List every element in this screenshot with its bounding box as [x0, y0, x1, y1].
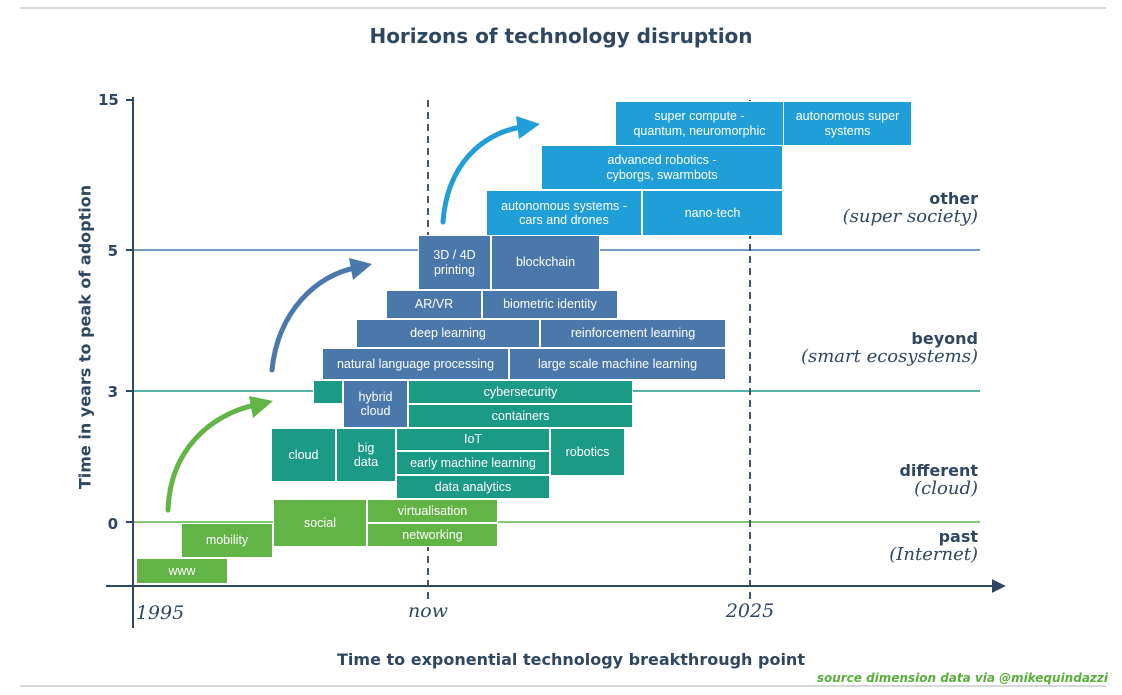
x-axis-label: Time to exponential technology breakthro… [337, 650, 805, 669]
horizon-label-different: different (cloud) [758, 461, 978, 499]
tech-tile: networking [367, 523, 498, 547]
tech-tile [313, 380, 343, 404]
horizon-subtitle: (smart ecosystems) [800, 345, 978, 367]
tech-tile: deep learning [356, 319, 540, 348]
tech-tile: big data [336, 428, 396, 482]
horizon-name: past [938, 527, 978, 546]
tech-tile: hybrid cloud [343, 380, 408, 428]
y-tick-0: 0 [107, 515, 118, 533]
horizon-label-other: other (super society) [758, 189, 978, 227]
tech-tile: www [136, 558, 228, 584]
tech-tile: social [273, 499, 367, 547]
x-tick-2025: 2025 [725, 600, 775, 622]
horizon-subtitle: (cloud) [914, 477, 978, 499]
horizon-name: different [899, 461, 978, 480]
tech-tile: advanced robotics - cyborgs, swarmbots [541, 145, 783, 190]
tech-tile: autonomous systems - cars and drones [486, 190, 642, 236]
tick-marks [126, 99, 133, 523]
horizon-name: beyond [911, 329, 978, 348]
horizon-subtitle: (super society) [842, 205, 978, 227]
horizon-label-beyond: beyond (smart ecosystems) [758, 329, 978, 367]
y-tick-15: 15 [98, 91, 119, 109]
tech-tile: containers [408, 404, 633, 428]
tech-tile: reinforcement learning [540, 319, 726, 348]
x-tick-1995: 1995 [135, 602, 185, 624]
tech-tile: cybersecurity [408, 380, 633, 404]
tech-tile: large scale machine learning [509, 348, 726, 380]
tech-tile: super compute - quantum, neuromorphic [615, 101, 784, 146]
arrow-different-to-beyond [269, 258, 372, 373]
tech-tile: virtualisation [367, 499, 498, 523]
tech-tile: data analytics [396, 475, 550, 499]
arrow-beyond-to-other [440, 116, 540, 225]
arrow-past-to-different [165, 396, 273, 513]
tech-tile: nano-tech [642, 190, 783, 236]
y-axis-label: Time in years to peak of adoption [75, 184, 95, 490]
horizon-label-past: past (Internet) [758, 527, 978, 565]
tech-tile: cloud [271, 428, 336, 482]
tech-tile: natural language processing [322, 348, 509, 380]
tech-tile: blockchain [491, 235, 600, 290]
tech-tile: 3D / 4D printing [418, 235, 491, 290]
source-credit: source dimension data via @mikequindazzi [816, 671, 1108, 685]
tech-tile: IoT [396, 428, 550, 451]
tech-tile: mobility [181, 523, 273, 558]
y-tick-3: 3 [107, 383, 118, 401]
y-tick-5: 5 [107, 242, 118, 260]
tech-tile: biometric identity [482, 290, 618, 319]
growth-arrows [165, 116, 540, 513]
tech-tile: early machine learning [396, 451, 550, 475]
tech-tile: AR/VR [386, 290, 482, 319]
tech-tile: autonomous super systems [783, 101, 912, 146]
diagram-title: Horizons of technology disruption [369, 24, 753, 48]
horizon-name: other [929, 189, 978, 208]
x-tick-now: now [408, 600, 448, 622]
tech-tile: robotics [550, 428, 625, 476]
horizon-subtitle: (Internet) [889, 543, 978, 565]
